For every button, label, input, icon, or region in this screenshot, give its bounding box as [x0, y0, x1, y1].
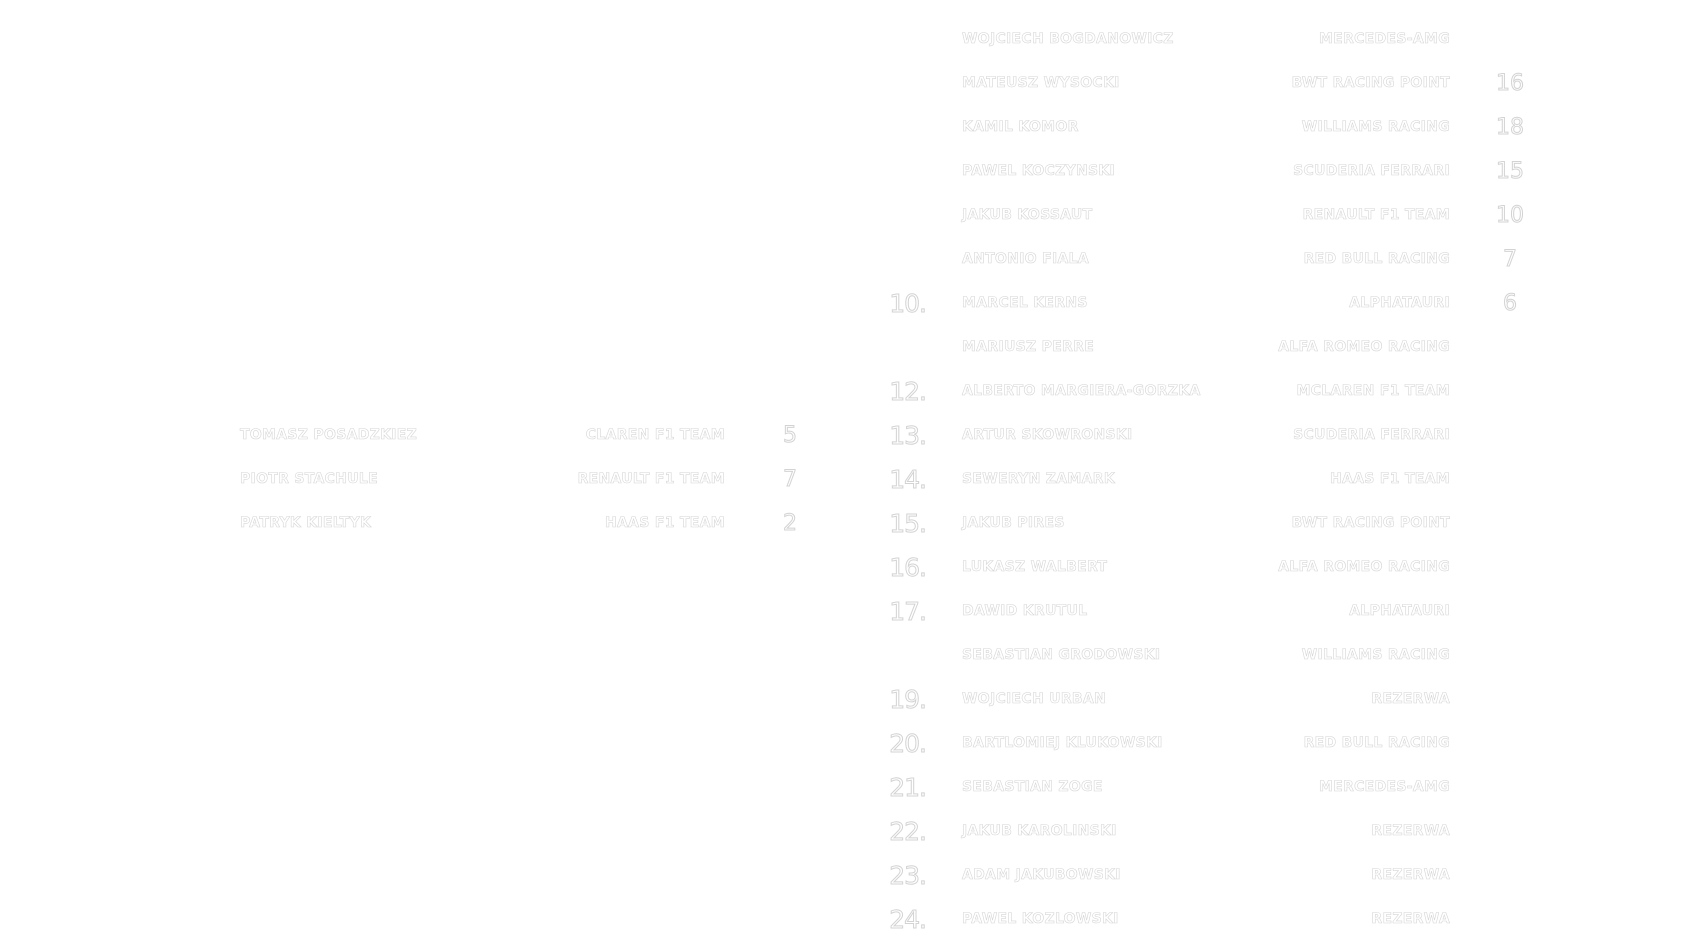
driver-name: SEBASTIAN GRODOWSKI — [962, 647, 1161, 664]
team-name: MERCEDES-AMG — [1318, 779, 1450, 796]
standings-row: TOMASZ POSADZKIEZ CLAREN F1 TEAM 5 — [0, 413, 1692, 457]
standings-row: MATEUSZ WYSOCKI BWT RACING POINT 16 — [0, 61, 1692, 105]
driver-points: 7 — [1503, 246, 1518, 272]
driver-name: JAKUB KAROLINSKI — [962, 823, 1117, 840]
standings-row: WOJCIECH BOGDANOWICZ MERCEDES-AMG — [0, 17, 1692, 61]
standings-row: 14. SEWERYN ZAMARK HAAS F1 TEAM — [0, 457, 1692, 501]
standings-row: 15. JAKUB PIRES BWT RACING POINT — [0, 501, 1692, 545]
standings-row: 19. WOJCIECH URBAN REZERWA — [0, 677, 1692, 721]
driver-points: 18 — [1496, 114, 1525, 140]
driver-points: 2 — [783, 510, 798, 536]
driver-name: PAWEL KOCZYNSKI — [962, 163, 1116, 180]
team-name: ALPHATAURI — [1349, 603, 1450, 620]
driver-name: SEWERYN ZAMARK — [962, 471, 1115, 488]
driver-name: ARTUR SKOWRONSKI — [962, 427, 1133, 444]
team-name: REZERWA — [1371, 823, 1450, 840]
standings-row: JAKUB KOSSAUT RENAULT F1 TEAM 10 — [0, 193, 1692, 237]
team-name: ALFA ROMEO RACING — [1278, 559, 1450, 576]
standings-row: 12. ALBERTO MARGIERA-GORZKA MCLAREN F1 T… — [0, 369, 1692, 413]
position-number: 19. — [889, 684, 928, 714]
team-name: SCUDERIA FERRARI — [1293, 427, 1450, 444]
driver-name: ALBERTO MARGIERA-GORZKA — [962, 383, 1201, 400]
team-name: HAAS F1 TEAM — [604, 515, 725, 532]
team-name: ALPHATAURI — [1349, 295, 1450, 312]
standings-row: 22. JAKUB KAROLINSKI REZERWA — [0, 809, 1692, 853]
standings-row: 20. BARTLOMIEJ KLUKOWSKI RED BULL RACING — [0, 721, 1692, 765]
driver-points: 6 — [1503, 290, 1518, 316]
driver-name: WOJCIECH URBAN — [962, 691, 1107, 708]
driver-name: WOJCIECH BOGDANOWICZ — [962, 31, 1174, 48]
position-number: 14. — [889, 464, 928, 494]
driver-points: 7 — [783, 466, 798, 492]
driver-points: 16 — [1496, 70, 1525, 96]
driver-name: PAWEL KOZLOWSKI — [962, 911, 1119, 928]
team-name: RED BULL RACING — [1303, 251, 1450, 268]
team-name: RED BULL RACING — [1303, 735, 1450, 752]
team-name: HAAS F1 TEAM — [1329, 471, 1450, 488]
driver-name: PATRYK KIELTYK — [240, 515, 372, 532]
position-number: 24. — [889, 904, 928, 934]
standings-row: 16. LUKASZ WALBERT ALFA ROMEO RACING — [0, 545, 1692, 589]
driver-points: 10 — [1496, 202, 1525, 228]
driver-points: 5 — [783, 422, 798, 448]
driver-name: PIOTR STACHULE — [240, 471, 378, 488]
standings-row: 21. SEBASTIAN ZOGE MERCEDES-AMG — [0, 765, 1692, 809]
driver-name: SEBASTIAN ZOGE — [962, 779, 1103, 796]
position-number: 20. — [889, 728, 928, 758]
position-number: 13. — [889, 420, 928, 450]
team-name: WILLIAMS RACING — [1301, 647, 1450, 664]
driver-name: ADAM JAKUBOWSKI — [962, 867, 1121, 884]
team-name: SCUDERIA FERRARI — [1293, 163, 1450, 180]
standings-row: PAWEL KOCZYNSKI SCUDERIA FERRARI 15 — [0, 149, 1692, 193]
position-number: 22. — [889, 816, 928, 846]
team-name: MCLAREN F1 TEAM — [1296, 383, 1450, 400]
driver-name: MARIUSZ PERRE — [962, 339, 1095, 356]
position-number: 17. — [889, 596, 928, 626]
team-name: RENAULT F1 TEAM — [1302, 207, 1450, 224]
team-name: REZERWA — [1371, 911, 1450, 928]
standings-row: 17. DAWID KRUTUL ALPHATAURI — [0, 589, 1692, 633]
team-name: REZERWA — [1371, 867, 1450, 884]
driver-name: DAWID KRUTUL — [962, 603, 1088, 620]
team-name: WILLIAMS RACING — [1301, 119, 1450, 136]
position-number: 12. — [889, 376, 928, 406]
team-name: CLAREN F1 TEAM — [585, 427, 725, 444]
driver-points: 15 — [1496, 158, 1525, 184]
driver-name: BARTLOMIEJ KLUKOWSKI — [962, 735, 1163, 752]
driver-name: ANTONIO FIALA — [962, 251, 1089, 268]
standings-row: 10. MARCEL KERNS ALPHATAURI 6 — [0, 281, 1692, 325]
driver-name: JAKUB PIRES — [962, 515, 1065, 532]
position-number: 21. — [889, 772, 928, 802]
standings-row: PIOTR STACHULE RENAULT F1 TEAM 7 — [0, 457, 1692, 501]
position-number: 15. — [889, 508, 928, 538]
standings-row: KAMIL KOMOR WILLIAMS RACING 18 — [0, 105, 1692, 149]
team-name: BWT RACING POINT — [1291, 75, 1450, 92]
standings-row: 24. PAWEL KOZLOWSKI REZERWA — [0, 897, 1692, 941]
driver-name: MATEUSZ WYSOCKI — [962, 75, 1120, 92]
team-name: REZERWA — [1371, 691, 1450, 708]
standings-row: 13. ARTUR SKOWRONSKI SCUDERIA FERRARI — [0, 413, 1692, 457]
team-name: ALFA ROMEO RACING — [1278, 339, 1450, 356]
driver-name: MARCEL KERNS — [962, 295, 1088, 312]
driver-name: TOMASZ POSADZKIEZ — [240, 427, 418, 444]
standings-row: PATRYK KIELTYK HAAS F1 TEAM 2 — [0, 501, 1692, 545]
standings-row: SEBASTIAN GRODOWSKI WILLIAMS RACING — [0, 633, 1692, 677]
team-name: MERCEDES-AMG — [1318, 31, 1450, 48]
driver-name: LUKASZ WALBERT — [962, 559, 1108, 576]
team-name: RENAULT F1 TEAM — [577, 471, 725, 488]
team-name: BWT RACING POINT — [1291, 515, 1450, 532]
position-number: 16. — [889, 552, 928, 582]
driver-name: JAKUB KOSSAUT — [962, 207, 1093, 224]
driver-name: KAMIL KOMOR — [962, 119, 1079, 136]
standings-row: 23. ADAM JAKUBOWSKI REZERWA — [0, 853, 1692, 897]
standings-row: ANTONIO FIALA RED BULL RACING 7 — [0, 237, 1692, 281]
position-number: 10. — [889, 288, 928, 318]
position-number: 23. — [889, 860, 928, 890]
standings-row: MARIUSZ PERRE ALFA ROMEO RACING — [0, 325, 1692, 369]
